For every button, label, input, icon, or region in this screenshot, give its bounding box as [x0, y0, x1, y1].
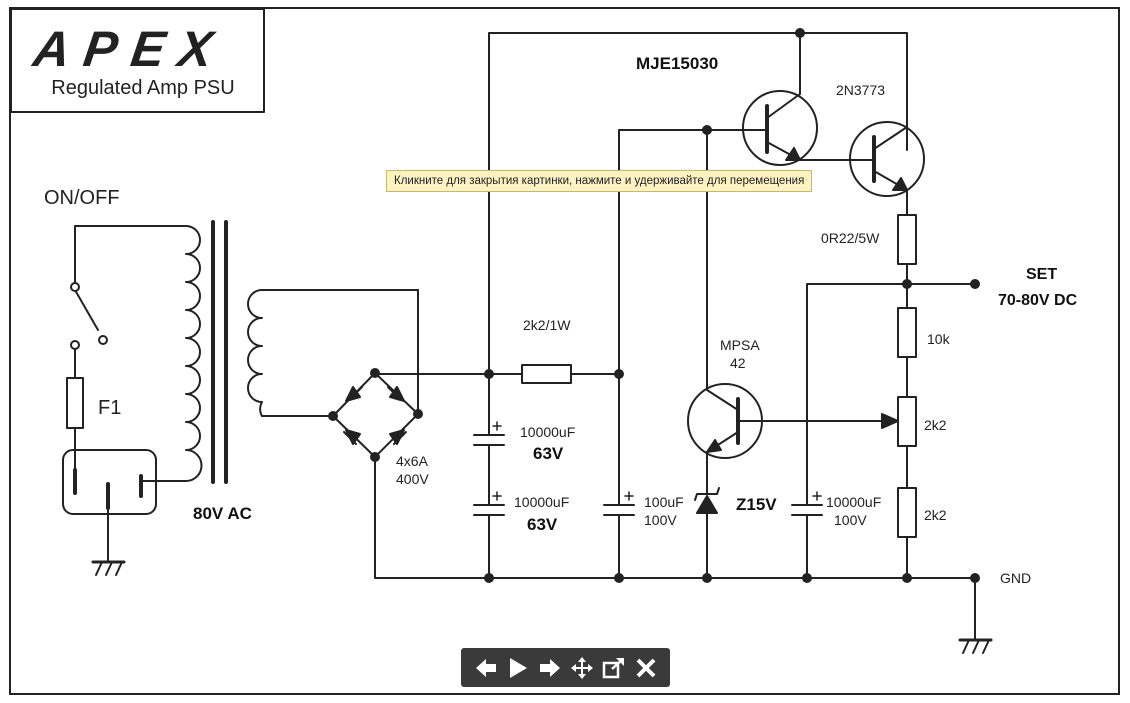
label-r-top: 10k [927, 331, 951, 347]
bridge-rectifier [332, 372, 419, 458]
fuse-body [66, 377, 84, 429]
output-cap-wire [806, 283, 908, 506]
label-cap2-value: 10000uF [514, 494, 569, 510]
move-icon [570, 656, 593, 679]
label-cap4-value: 10000uF [826, 494, 881, 510]
pot-wiper-arrow [881, 413, 899, 429]
mains-wire-top [74, 225, 187, 285]
close-icon [636, 658, 655, 677]
external-link-icon [602, 657, 624, 678]
next-button[interactable] [537, 653, 563, 683]
label-ground: GND [1000, 570, 1031, 586]
label-ac: 80V AC [193, 504, 252, 523]
label-emitter-resistor: 0R22/5W [821, 230, 880, 246]
label-error-amp-1: MPSA [720, 337, 760, 353]
switch-terminal-upper [70, 282, 80, 292]
label-power-transistor: 2N3773 [836, 82, 885, 98]
label-fuse: F1 [98, 397, 121, 419]
label-output-line1: SET [1026, 266, 1057, 283]
transformer-secondary [247, 289, 263, 417]
open-external-button[interactable] [601, 653, 627, 683]
driver-transistor-body [742, 90, 818, 166]
power-collector-lead [873, 126, 908, 150]
label-driver-transistor: MJE15030 [636, 54, 718, 73]
label-bridge-2: 400V [396, 471, 429, 487]
label-cap3-value: 100uF [644, 494, 684, 510]
divider-resistor-10k [897, 307, 917, 358]
label-cap1-voltage: 63V [533, 444, 564, 463]
positive-rail [488, 32, 908, 375]
switch-terminal-right [98, 335, 108, 345]
driver-emitter-arrow [785, 147, 801, 161]
image-frame[interactable] [9, 7, 1120, 695]
bridge-negative-out [374, 456, 490, 579]
error-amp-emitter-arrow [706, 439, 722, 453]
feed-resistor [521, 364, 572, 384]
logo-box [10, 8, 265, 113]
driver-collector-lead [766, 93, 801, 119]
label-zener: Z15V [736, 495, 777, 514]
divider-pot-2k2 [897, 396, 917, 447]
viewer-toolbar [461, 648, 670, 687]
emitter-resistor [897, 214, 917, 265]
label-cap4-voltage: 100V [834, 512, 867, 528]
label-error-amp-2: 42 [730, 355, 746, 371]
arrow-left-icon [475, 658, 496, 677]
label-bridge-1: 4x6A [396, 453, 429, 469]
label-cap3-voltage: 100V [644, 512, 677, 528]
secondary-wire-top [261, 289, 419, 415]
label-pot: 2k2 [924, 417, 947, 433]
divider-resistor-2k2 [897, 487, 917, 538]
previous-button[interactable] [473, 653, 499, 683]
arrow-right-icon [539, 658, 560, 677]
logo-brand: APEX [28, 21, 230, 77]
label-switch: ON/OFF [44, 187, 120, 209]
label-feed-resistor: 2k2/1W [523, 317, 571, 333]
cap-polarity-marks [492, 421, 822, 501]
power-emitter-arrow [892, 177, 908, 191]
viewer-tooltip: Кликните для закрытия картинки, нажмите … [386, 170, 813, 192]
power-transistor-body [849, 121, 925, 197]
play-button[interactable] [505, 653, 531, 683]
earth-symbol-right [958, 638, 993, 654]
move-button[interactable] [569, 653, 595, 683]
bridge-diodes [343, 386, 407, 445]
logo-subtitle: Regulated Amp PSU [51, 77, 234, 99]
label-cap2-voltage: 63V [527, 515, 558, 534]
switch-contact-upper [74, 289, 99, 331]
label-cap1-value: 10000uF [520, 424, 575, 440]
junction-dots [328, 28, 980, 583]
earth-symbol-left [91, 560, 126, 576]
zener-diode [696, 495, 718, 514]
transformer-primary [185, 225, 203, 482]
zener-bar [694, 487, 720, 501]
label-output-line2: 70-80V DC [998, 292, 1078, 309]
label-r-bottom: 2k2 [924, 507, 947, 523]
apex-logo: APEX Regulated Amp PSU [28, 21, 235, 99]
close-button[interactable] [633, 653, 659, 683]
switch-terminal-lower [70, 340, 80, 350]
error-amp-collector-lead [706, 389, 739, 411]
play-icon [509, 657, 527, 678]
